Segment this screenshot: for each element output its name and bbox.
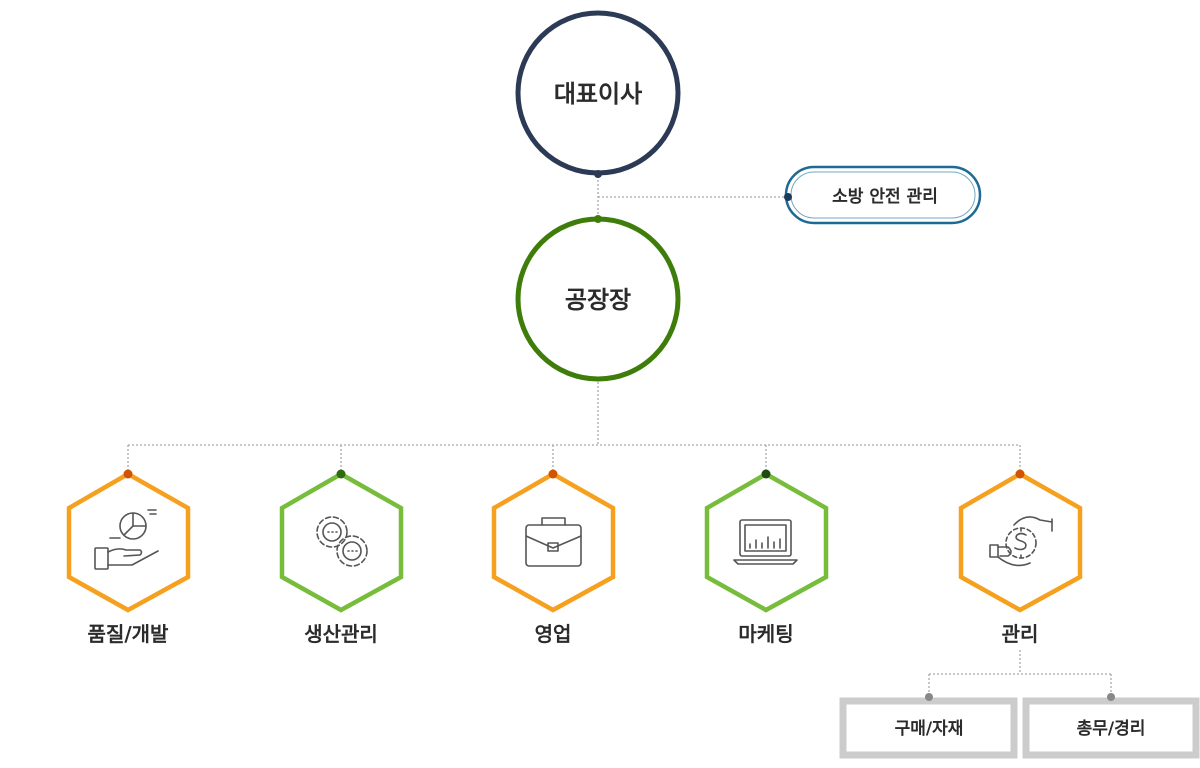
sub-unit-purchasing: 구매/자재 bbox=[839, 693, 1018, 759]
department-hexagon bbox=[279, 471, 404, 613]
fire-safety-node: 소방 안전 관리 bbox=[784, 165, 982, 225]
ceo-node: 대표이사 bbox=[515, 10, 681, 178]
sub-unit-box bbox=[839, 697, 1018, 759]
sub-unit-label: 구매/자재 bbox=[895, 719, 964, 739]
department-hexagon bbox=[704, 471, 829, 613]
department-label: 마케팅 bbox=[738, 622, 793, 646]
department-label: 품질/개발 bbox=[88, 622, 170, 646]
department-dot bbox=[548, 469, 558, 479]
sub-unit-dot bbox=[925, 693, 933, 701]
department-dot bbox=[336, 469, 346, 479]
department-hexagon bbox=[66, 471, 191, 613]
sub-unit-label: 총무/경리 bbox=[1077, 719, 1146, 739]
laptop-chart-icon bbox=[733, 519, 798, 565]
ceo-bottom-dot bbox=[594, 170, 602, 178]
department-marketing: 마케팅 bbox=[704, 469, 829, 646]
ceo-label: 대표이사 bbox=[554, 80, 642, 108]
gears-icon bbox=[316, 516, 368, 567]
department-dot bbox=[123, 469, 133, 479]
sub-unit-general-affairs: 총무/경리 bbox=[1022, 693, 1200, 759]
briefcase-icon bbox=[525, 517, 582, 567]
department-dot bbox=[1015, 469, 1025, 479]
plant-manager-top-dot bbox=[594, 215, 602, 223]
department-label: 영업 bbox=[535, 622, 572, 646]
plant-manager-label: 공장장 bbox=[565, 286, 631, 314]
connector-lines bbox=[127, 176, 1112, 697]
plant-manager-node: 공장장 bbox=[515, 215, 681, 382]
department-label: 관리 bbox=[1002, 622, 1039, 646]
department-quality: 품질/개발 bbox=[66, 469, 191, 646]
department-label: 생산관리 bbox=[304, 622, 378, 646]
hands-dollar-icon bbox=[989, 516, 1053, 567]
department-hexagon bbox=[491, 471, 616, 613]
fire-safety-dot bbox=[784, 193, 792, 201]
fire-safety-label: 소방 안전 관리 bbox=[832, 187, 938, 207]
sub-unit-dot bbox=[1107, 693, 1115, 701]
hand-pie-chart-icon bbox=[94, 509, 159, 570]
department-management: 관리 bbox=[958, 469, 1083, 646]
department-sales: 영업 bbox=[491, 469, 616, 646]
department-dot bbox=[761, 469, 771, 479]
department-hexagon bbox=[958, 471, 1083, 613]
department-production: 생산관리 bbox=[279, 469, 404, 646]
